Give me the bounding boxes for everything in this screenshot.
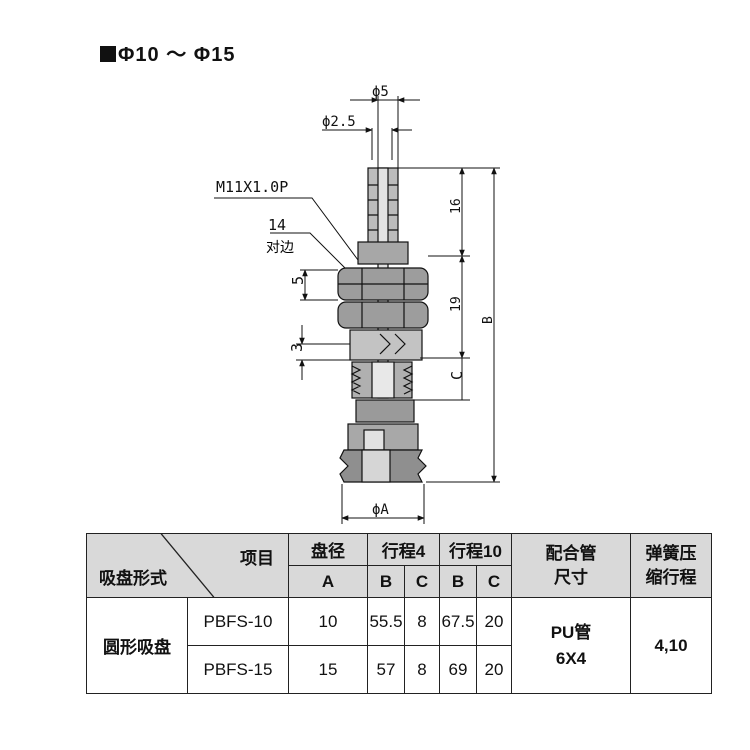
label-phi5: ϕ5 [372,84,389,100]
cup-drawing: ϕ5 ϕ2.5 M11X1.0P 14 对边 5 3 16 19 C B ϕA [214,84,500,524]
b4-cell: 57 [367,645,405,694]
label-c: C [448,371,466,380]
label-b: B [481,316,496,324]
label-d5: 5 [289,276,307,285]
table-row: 圆形吸盘 PBFS-10 10 55.5 8 67.5 20 PU管 6X4 4… [86,597,712,694]
label-d16: 16 [449,198,464,214]
spring-cell: 4,10 [630,597,712,694]
spec-table: 项目 吸盘形式 盘径 行程4 行程10 配合管 尺寸 弹簧压 缩行程 A B C… [86,533,712,694]
c10-cell: 20 [476,645,512,694]
label-d3: 3 [288,343,306,352]
page-title: Φ10 ～ Φ15 [100,38,235,67]
header-c10: C [476,565,512,598]
square-bullet-icon [100,46,116,62]
model-cell: PBFS-15 [187,645,289,694]
header-stroke4: 行程4 [367,533,440,566]
b10-cell: 67.5 [439,597,477,646]
label-thread: M11X1.0P [216,178,288,196]
header-spring-stroke: 弹簧压 缩行程 [630,533,712,598]
header-type-item: 项目 吸盘形式 [86,533,289,598]
model-cell: PBFS-10 [187,597,289,646]
tube-cell: PU管 6X4 [511,597,631,694]
diameter-cell: 15 [288,645,368,694]
c10-cell: 20 [476,597,512,646]
header-b10: B [439,565,477,598]
header-type: 吸盘形式 [99,569,167,588]
label-hex-note: 对边 [266,240,294,256]
dimension-labels: ϕ5 ϕ2.5 M11X1.0P 14 对边 5 3 16 19 C B ϕA [216,84,496,518]
label-hex-size: 14 [268,216,286,234]
header-tube-size: 配合管 尺寸 [511,533,631,598]
part-body [337,167,429,483]
header-diameter: 盘径 [288,533,368,566]
header-item: 项目 [240,549,274,568]
header-b4: B [367,565,405,598]
diameter-cell: 10 [288,597,368,646]
table-row: PBFS-15 15 57 8 69 20 [87,645,712,694]
label-phiA: ϕA [372,502,389,518]
header-stroke10: 行程10 [439,533,512,566]
shape-cell: 圆形吸盘 [86,597,188,694]
label-phi25: ϕ2.5 [322,114,356,130]
header-diameter-unit: A [288,565,368,598]
c4-cell: 8 [404,645,440,694]
c4-cell: 8 [404,597,440,646]
dimension-lines [214,96,500,524]
label-d19: 19 [449,296,464,312]
header-c4: C [404,565,440,598]
b10-cell: 69 [439,645,477,694]
b4-cell: 55.5 [367,597,405,646]
